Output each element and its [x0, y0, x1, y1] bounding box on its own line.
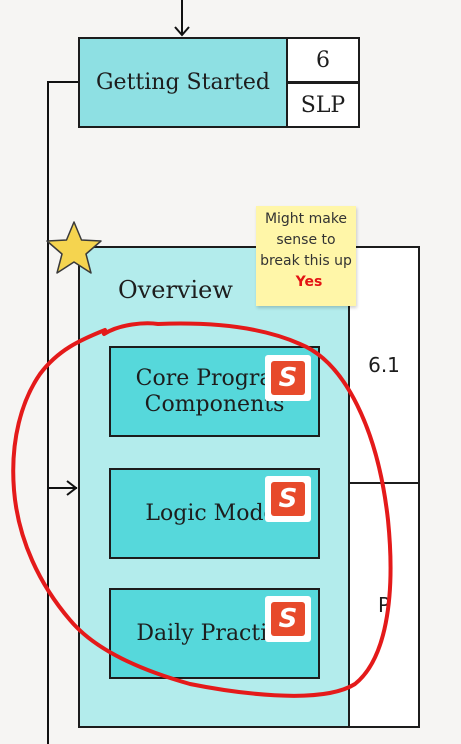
connector-top	[181, 0, 183, 34]
slides-badge-letter: S	[271, 602, 305, 636]
getting-started-block[interactable]: Getting Started	[78, 37, 288, 128]
sticky-note-text: Might make sense to break this up	[260, 211, 352, 269]
slides-icon[interactable]: S	[265, 596, 311, 642]
connector-left-vertical	[47, 81, 49, 744]
star-icon[interactable]	[44, 219, 104, 277]
arrow-down-icon	[174, 26, 190, 37]
arrow-right-icon	[66, 480, 78, 496]
slides-badge-letter: S	[271, 482, 305, 516]
overview-title: Overview	[118, 276, 233, 304]
overview-side-top: 6.1	[348, 246, 420, 484]
sticky-note-reply: Yes	[295, 274, 323, 290]
getting-started-number: 6	[286, 37, 360, 83]
slides-icon[interactable]: S	[265, 355, 311, 401]
getting-started-code: SLP	[286, 82, 360, 128]
connector-branch	[47, 487, 77, 489]
slides-icon[interactable]: S	[265, 476, 311, 522]
slides-badge-letter: S	[271, 361, 305, 395]
connector-left-horizontal	[47, 81, 78, 83]
sticky-note[interactable]: Might make sense to break this up Yes	[256, 206, 356, 306]
